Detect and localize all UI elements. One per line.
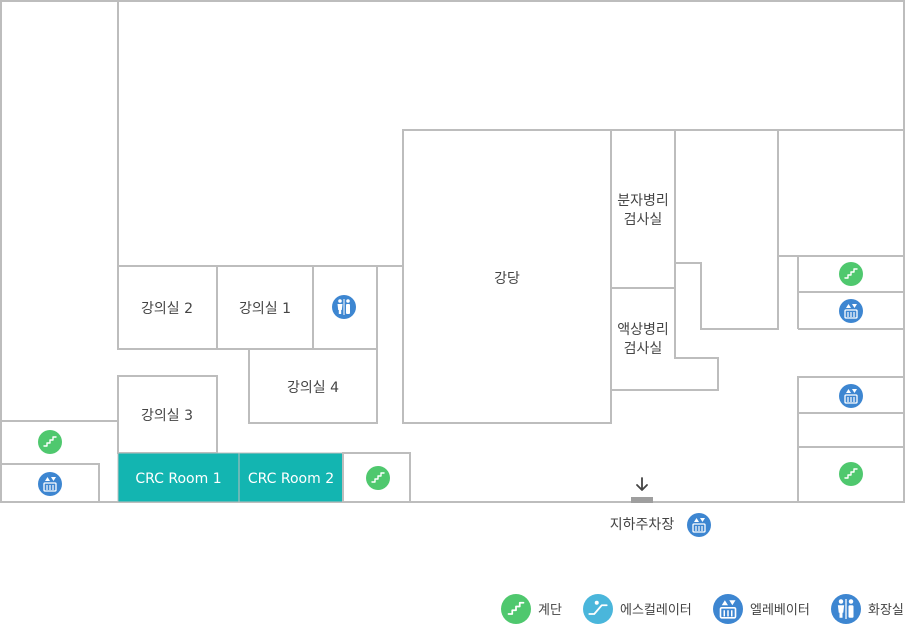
- stairs-icon: [365, 465, 391, 491]
- legend-escalator-label: 에스컬레이터: [620, 603, 692, 618]
- legend-stairs-label: 계단: [538, 603, 562, 618]
- room-molecular-lab-label-line1: 분자병리: [617, 193, 669, 209]
- parking-label: 지하주차장: [610, 517, 675, 533]
- room-lecture-4[interactable]: 강의실 4: [248, 348, 378, 424]
- stairs-icon: [838, 461, 864, 487]
- left-core-block: [0, 463, 100, 503]
- building-walls: [0, 0, 905, 503]
- legend-elevator-label: 엘레베이터: [750, 603, 810, 618]
- room-molecular-pathology-lab[interactable]: 분자병리 검사실: [610, 129, 676, 289]
- legend: 계단 에스컬레이터 엘레베이터 화장실: [500, 593, 904, 624]
- restroom-icon: [830, 593, 862, 624]
- room-liquid-lab-label-line1: 액상병리: [617, 322, 669, 338]
- escalator-icon: [582, 593, 614, 624]
- right-rooms: [675, 129, 904, 502]
- legend-elevator: 엘레베이터: [712, 593, 810, 624]
- room-liquid-lab-label-line2: 검사실: [624, 341, 663, 357]
- restroom-icon: [331, 294, 357, 320]
- legend-stairs: 계단: [500, 593, 562, 624]
- elevator-icon: [838, 298, 864, 324]
- elevator-icon: [686, 512, 712, 538]
- stairs-icon: [500, 593, 532, 624]
- room-lecture-3-label: 강의실 3: [141, 408, 193, 424]
- parking-entrance-marker[interactable]: [631, 477, 653, 503]
- room-auditorium[interactable]: 강당: [402, 129, 612, 424]
- room-lecture-4-label: 강의실 4: [287, 380, 339, 396]
- crc-room-2[interactable]: CRC Room 2: [238, 452, 344, 503]
- legend-escalator: 에스컬레이터: [582, 593, 692, 624]
- elevator-icon: [838, 383, 864, 409]
- legend-restroom-label: 화장실: [868, 603, 904, 618]
- room-lecture-1-label: 강의실 1: [239, 301, 291, 317]
- crc-room-1-label: CRC Room 1: [135, 471, 221, 487]
- elevator-icon: [37, 471, 63, 497]
- elevator-icon: [712, 593, 744, 624]
- stairs-block-center[interactable]: [342, 452, 411, 503]
- legend-restroom: 화장실: [830, 593, 904, 624]
- room-lecture-3[interactable]: 강의실 3: [117, 375, 218, 454]
- restroom-block-center[interactable]: [312, 265, 378, 350]
- room-lecture-2-label: 강의실 2: [141, 301, 193, 317]
- room-lecture-2[interactable]: 강의실 2: [117, 265, 218, 350]
- crc-room-2-label: CRC Room 2: [248, 471, 334, 487]
- crc-room-1[interactable]: CRC Room 1: [117, 452, 240, 503]
- stairs-icon: [37, 429, 63, 455]
- arrow-down-icon: [636, 477, 648, 491]
- room-molecular-lab-label-line2: 검사실: [624, 212, 663, 228]
- room-liquid-pathology-lab[interactable]: 액상병리 검사실: [610, 287, 719, 391]
- stairs-icon: [838, 261, 864, 287]
- room-auditorium-label: 강당: [494, 271, 520, 287]
- room-lecture-1[interactable]: 강의실 1: [216, 265, 314, 350]
